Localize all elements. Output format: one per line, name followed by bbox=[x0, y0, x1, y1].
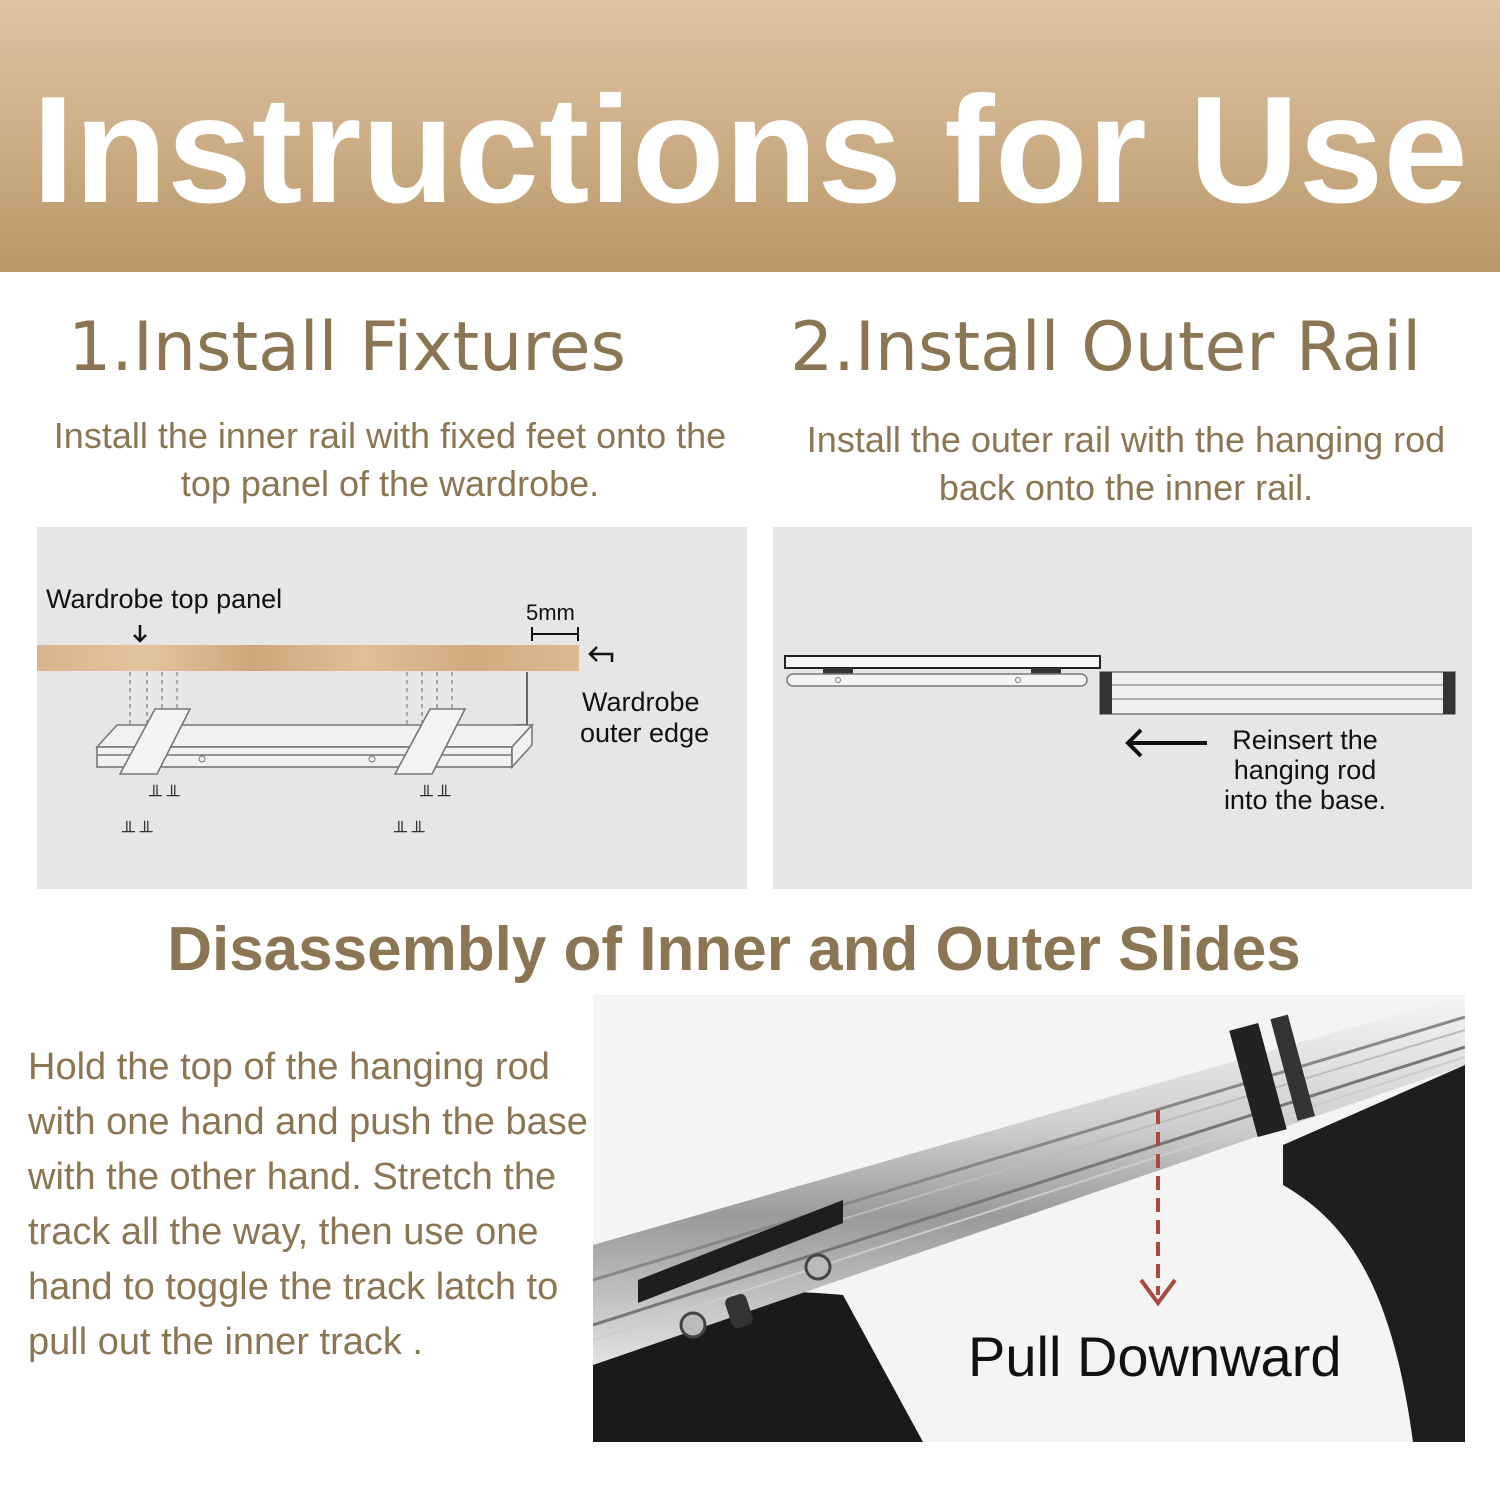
end-cap bbox=[1443, 672, 1455, 714]
step1-text: Install the inner rail with fixed feet o… bbox=[53, 415, 727, 504]
inner-rail-shape bbox=[786, 673, 1088, 687]
alignment-guides bbox=[129, 672, 453, 742]
mounted-plate bbox=[784, 655, 1101, 669]
rail-hole bbox=[368, 755, 376, 763]
latch-hole bbox=[725, 1293, 753, 1329]
foot-block bbox=[1031, 668, 1061, 675]
wardrobe-panel-shape bbox=[37, 645, 579, 671]
end-cap bbox=[1100, 672, 1112, 714]
rail-hole bbox=[1015, 677, 1021, 683]
step1-diagram: Wardrobe top panel 5mm bbox=[37, 527, 747, 889]
edge-arrow-icon bbox=[588, 646, 614, 662]
step2-title: 2.Install Outer Rail bbox=[790, 308, 1422, 387]
rivet bbox=[804, 1253, 832, 1281]
disassembly-title: Disassembly of Inner and Outer Slides bbox=[167, 915, 1301, 984]
reinsert-note-3: into the base. bbox=[1224, 785, 1386, 815]
rail-hole bbox=[198, 755, 206, 763]
step1-diagram-svg: Wardrobe top panel 5mm bbox=[37, 584, 709, 841]
rail-hole bbox=[835, 677, 841, 683]
fixed-foot-right bbox=[393, 708, 467, 775]
screws-icon: ╨ ╨ ╨ ╨ ╨ ╨ ╨ ╨ bbox=[121, 784, 451, 841]
svg-text:╨ ╨: ╨ ╨ bbox=[121, 820, 153, 841]
rivet bbox=[679, 1311, 707, 1339]
pull-down-arrow-icon bbox=[1139, 1110, 1177, 1307]
outer-rail-shape bbox=[1099, 671, 1456, 715]
outer-edge-label-1: Wardrobe bbox=[582, 687, 700, 717]
fixed-foot-left bbox=[118, 708, 192, 775]
page-title: Instructions for Use bbox=[32, 65, 1468, 235]
header-banner bbox=[0, 0, 1500, 272]
disassembly-text: Hold the top of the hanging rod with one… bbox=[28, 1046, 588, 1363]
foot-block bbox=[823, 668, 853, 675]
left-arrow-icon bbox=[1125, 728, 1207, 758]
reinsert-note-2: hanging rod bbox=[1234, 755, 1377, 785]
outer-edge-label-2: outer edge bbox=[580, 718, 709, 748]
step2-text: Install the outer rail with the hanging … bbox=[806, 419, 1446, 508]
down-arrow-icon bbox=[133, 625, 147, 643]
gap-5mm-label: 5mm bbox=[526, 600, 575, 625]
edge-line bbox=[515, 672, 528, 726]
svg-text:╨ ╨: ╨ ╨ bbox=[393, 820, 425, 841]
gap-dimension-marker bbox=[531, 627, 579, 641]
svg-text:╨ ╨: ╨ ╨ bbox=[148, 784, 180, 805]
step2-diagram: Reinsert the hanging rod into the base. bbox=[773, 527, 1472, 889]
wardrobe-top-panel-label: Wardrobe top panel bbox=[46, 584, 282, 614]
slide-photo-svg bbox=[593, 995, 1465, 1442]
slide-photo bbox=[593, 995, 1465, 1442]
latch-shape bbox=[638, 1200, 843, 1303]
step1-title: 1.Install Fixtures bbox=[68, 308, 626, 387]
svg-text:╨ ╨: ╨ ╨ bbox=[419, 784, 451, 805]
pull-downward-label: Pull Downward bbox=[968, 1325, 1342, 1388]
reinsert-note-1: Reinsert the bbox=[1232, 725, 1378, 755]
step2-diagram-svg: Reinsert the hanging rod into the base. bbox=[784, 655, 1456, 815]
bracket-shape bbox=[1283, 1065, 1465, 1442]
